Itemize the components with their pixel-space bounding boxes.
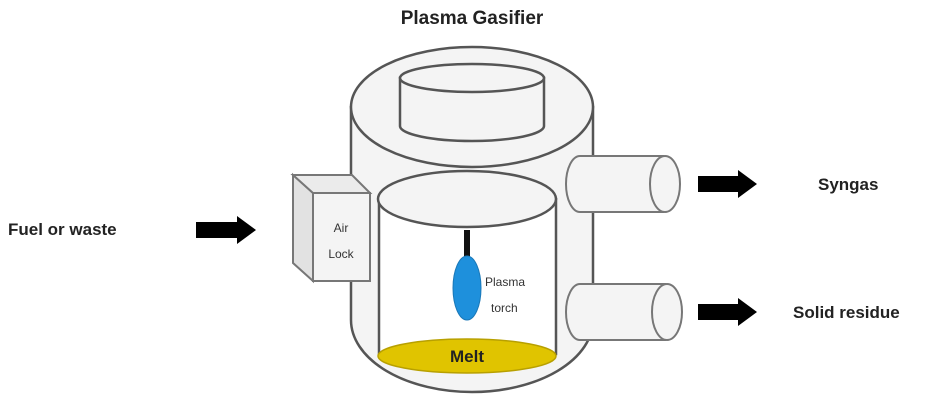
output-label-solid-residue: Solid residue: [793, 303, 900, 322]
top-port: [398, 62, 546, 143]
syngas-outlet-pipe: [565, 155, 681, 213]
plasma-torch-flame: [452, 255, 482, 321]
melt-pool: Melt: [377, 338, 557, 374]
residue-outlet-pipe: [565, 283, 683, 341]
syngas-pipe-end: [649, 155, 681, 213]
air-lock-label-line1: Air: [334, 221, 349, 235]
input-label-fuel-or-waste: Fuel or waste: [8, 220, 117, 239]
inner-chamber-top: [376, 169, 558, 229]
residue-pipe-end: [651, 283, 683, 341]
air-lock-label-line2: Lock: [328, 247, 354, 261]
top-port-body: [398, 76, 546, 143]
air-lock: Air Lock: [290, 172, 373, 284]
output-label-syngas: Syngas: [818, 175, 878, 194]
top-port-top: [398, 62, 546, 94]
residue-arrow-icon: [698, 298, 757, 326]
plasma-torch-label-line2: torch: [491, 301, 518, 315]
melt-label: Melt: [450, 347, 484, 366]
syngas-arrow-icon: [698, 170, 757, 198]
diagram-title: Plasma Gasifier: [401, 8, 544, 29]
plasma-torch-rod: [464, 230, 470, 260]
air-lock-front: [312, 192, 371, 282]
plasma-torch: Plasma torch: [452, 230, 525, 321]
plasma-torch-label-line1: Plasma: [485, 275, 525, 289]
input-arrow-icon: [196, 216, 256, 244]
melt-ellipse: [377, 338, 557, 374]
